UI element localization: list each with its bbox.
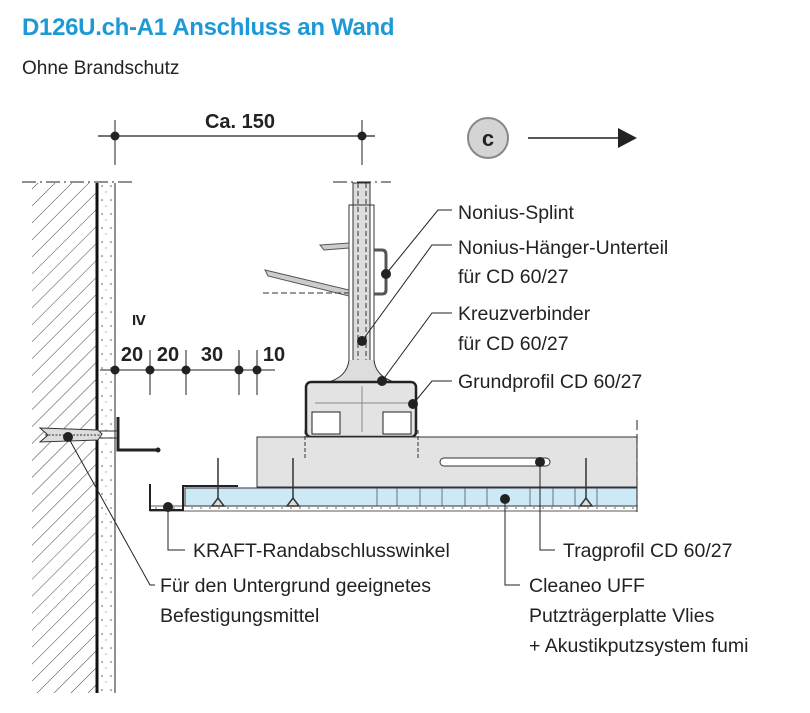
axis-marker: c [467,117,637,159]
dimension-ca-150: Ca. 150 [205,111,275,133]
spacing-dimension: ≥ 20 20 30 10 [100,315,285,395]
spacing-1: 20 [121,344,143,366]
label-cleaneo-3: + Akustikputzsystem fumi [529,635,748,657]
spacing-3: 30 [201,344,223,366]
arrow-right-icon [618,128,637,148]
axis-marker-label: c [482,126,494,151]
leader-dots [63,269,545,512]
top-dimension: Ca. 150 [98,111,375,165]
label-nonius-splint: Nonius-Splint [458,202,575,224]
label-kraft: KRAFT-Randabschlusswinkel [193,540,450,562]
label-kreuzverbinder-2: für CD 60/27 [458,333,569,355]
cleaneo-board [149,458,638,512]
page-title: D126U.ch-A1 Anschluss an Wand [22,14,395,41]
label-tragprofil: Tragprofil CD 60/27 [563,540,732,562]
leader-lines [67,209,555,586]
label-cleaneo: Cleaneo UFF [529,575,645,597]
label-befestigung-2: Befestigungsmittel [160,605,319,627]
page-subtitle: Ohne Brandschutz [22,58,180,79]
label-grundprofil: Grundprofil CD 60/27 [458,371,642,393]
ge-symbol: ≥ [128,315,150,326]
label-cleaneo-2: Putzträgerplatte Vlies [529,605,715,627]
spacing-4: 10 [263,344,285,366]
grundprofil [304,380,418,439]
label-nonius-haenger: Nonius-Hänger-Unterteil [458,237,668,259]
label-befestigung: Für den Untergrund geeignetes [160,575,431,597]
spacing-2: 20 [157,344,179,366]
label-nonius-haenger-2: für CD 60/27 [458,266,569,288]
label-kreuzverbinder: Kreuzverbinder [458,303,591,325]
